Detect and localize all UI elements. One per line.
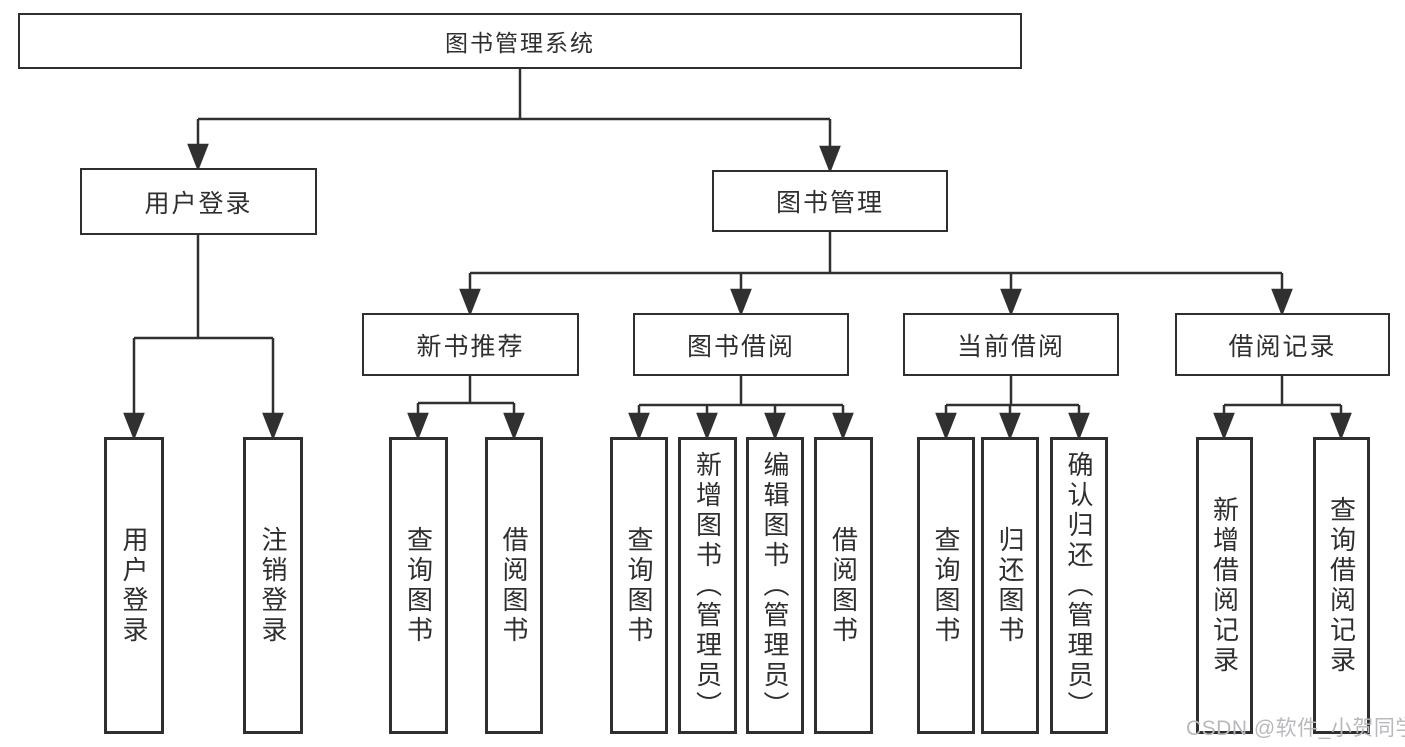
connector-current-borrowing [935,376,1090,441]
node-new-book-recommend: 新书推荐 [362,313,579,376]
node-user-login: 用户登录 [80,168,317,235]
node-library-system: 图书管理系统 [18,13,1022,69]
node-book-borrowing: 图书借阅 [633,313,849,376]
leaf-query-book: 查询图书 [917,437,975,734]
watermark: CSDN @软件_小贺同学 [1186,717,1405,740]
leaf-query-book: 查询图书 [610,437,668,734]
leaf-edit-book-admin: 编辑图书（管理员） [746,437,804,734]
connector-book-management [459,232,1293,317]
leaf-query-book: 查询图书 [389,437,448,734]
leaf-user-login: 用户登录 [104,437,164,734]
connector-root [187,69,841,174]
node-borrowing-records: 借阅记录 [1175,313,1390,376]
leaf-return-book: 归还图书 [981,437,1039,734]
connector-book-borrowing [628,376,854,441]
leaf-logout: 注销登录 [243,437,303,734]
connector-borrowing-records [1213,376,1352,441]
node-current-borrowing: 当前借阅 [903,313,1119,376]
leaf-borrow-book: 借阅图书 [485,437,543,734]
leaf-query-borrow-record: 查询借阅记录 [1313,437,1370,734]
connector-user-login [123,235,284,441]
leaf-add-borrow-record: 新增借阅记录 [1196,437,1253,734]
connector-new-book-recommend [407,376,525,441]
leaf-confirm-return-admin: 确认归还（管理员） [1050,437,1108,734]
node-book-management: 图书管理 [712,170,948,232]
leaf-borrow-book: 借阅图书 [814,437,873,734]
leaf-add-book-admin: 新增图书（管理员） [678,437,737,734]
